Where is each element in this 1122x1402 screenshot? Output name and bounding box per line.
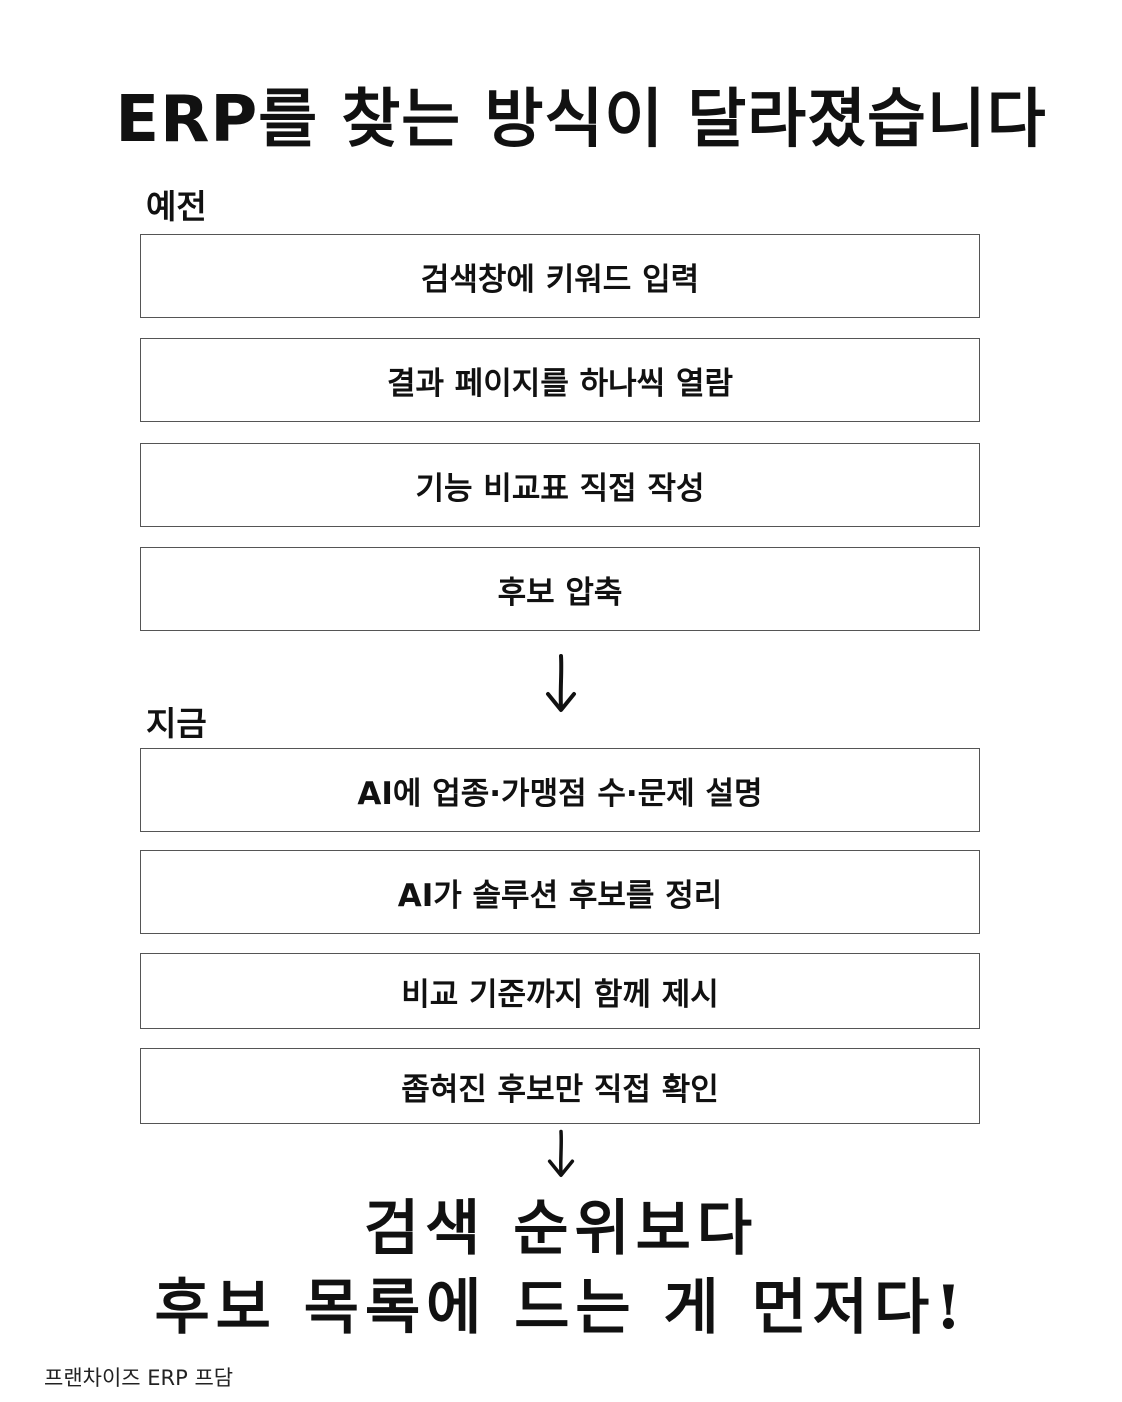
arrow-down-icon [547, 1129, 575, 1177]
flow-step-label: 검색창에 키워드 입력 [420, 261, 700, 298]
flow-step-before-4: 후보 압축 [140, 547, 980, 631]
flow-step-before-1: 검색창에 키워드 입력 [140, 234, 980, 318]
conclusion-line-1: 검색 순위보다 [363, 1194, 759, 1264]
arrow-down-icon [546, 654, 576, 712]
flow-step-label: 결과 페이지를 하나씩 열람 [386, 365, 734, 402]
flow-step-before-2: 결과 페이지를 하나씩 열람 [140, 338, 980, 422]
flow-step-now-4: 좁혀진 후보만 직접 확인 [140, 1048, 980, 1124]
flow-step-label: 비교 기준까지 함께 제시 [401, 976, 719, 1013]
flow-step-label: AI가 솔루션 후보를 정리 [397, 877, 723, 914]
flow-step-label: 기능 비교표 직접 작성 [415, 470, 705, 507]
section-label-now: 지금 [146, 704, 207, 743]
flow-step-label: 좁혀진 후보만 직접 확인 [401, 1071, 719, 1108]
conclusion-line-2: 후보 목록에 드는 게 먼저다! [154, 1273, 968, 1343]
flow-step-now-3: 비교 기준까지 함께 제시 [140, 953, 980, 1029]
flow-step-label: AI에 업종·가맹점 수·문제 설명 [357, 775, 763, 812]
footer-brand: 프랜차이즈 ERP 프담 [44, 1366, 234, 1390]
page-title: ERP를 찾는 방식이 달라졌습니다 [115, 83, 1047, 157]
flow-step-now-2: AI가 솔루션 후보를 정리 [140, 850, 980, 934]
section-label-before: 예전 [146, 187, 207, 226]
flow-step-label: 후보 압축 [497, 574, 623, 611]
flow-step-before-3: 기능 비교표 직접 작성 [140, 443, 980, 527]
flow-step-now-1: AI에 업종·가맹점 수·문제 설명 [140, 748, 980, 832]
